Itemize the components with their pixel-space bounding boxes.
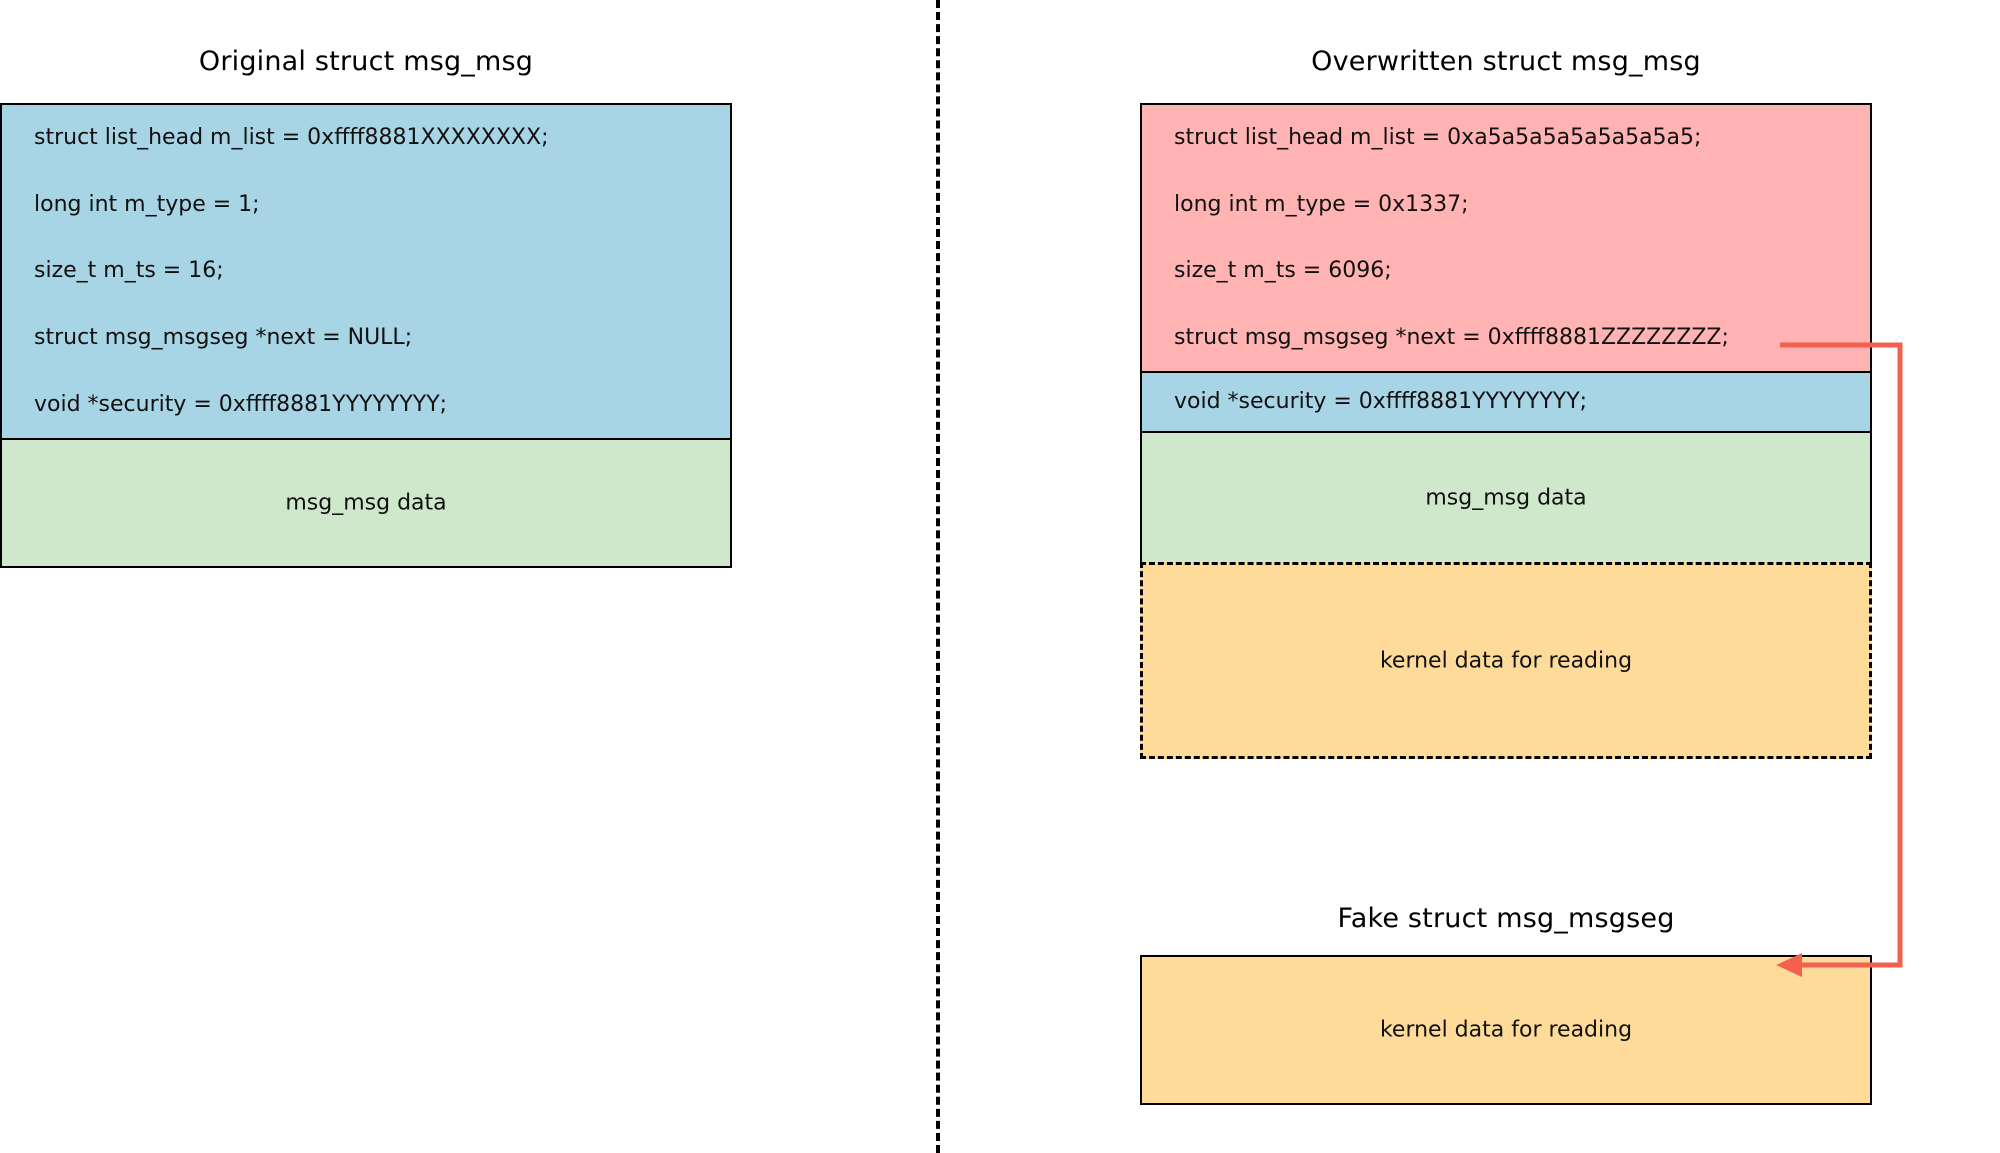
fake-msgseg-label: kernel data for reading [1379, 1017, 1633, 1043]
original-msg-msg-header-block: struct list_head m_list = 0xffff8881XXXX… [0, 103, 732, 440]
field-m-ts: size_t m_ts = 16; [34, 258, 224, 284]
page-title-overwritten: Overwritten struct msg_msg [1311, 46, 1701, 77]
page-title-fake-msgseg: Fake struct msg_msgseg [1337, 903, 1675, 934]
fake-msgseg-block: kernel data for reading [1140, 955, 1872, 1105]
overwritten-security-block: void *security = 0xffff8881YYYYYYYY; [1140, 371, 1872, 433]
field-security: void *security = 0xffff8881YYYYYYYY; [34, 391, 448, 417]
overwritten-data-label: msg_msg data [1425, 485, 1587, 510]
page-title-original: Original struct msg_msg [198, 46, 534, 77]
field-m-ts-overwritten: size_t m_ts = 6096; [1174, 258, 1392, 284]
overwritten-kernel-label: kernel data for reading [1379, 648, 1633, 673]
original-msg-msg-data-block: msg_msg data [0, 438, 732, 568]
field-m-type-overwritten: long int m_type = 0x1337; [1174, 191, 1469, 217]
original-data-label: msg_msg data [285, 490, 447, 516]
overwritten-msg-msg-data-block: msg_msg data [1140, 431, 1872, 564]
overwritten-msg-msg-header-block: struct list_head m_list = 0xa5a5a5a5a5a5… [1140, 103, 1872, 373]
overwritten-kernel-data-block: kernel data for reading [1140, 562, 1872, 759]
original-field-list: struct list_head m_list = 0xffff8881XXXX… [2, 105, 730, 438]
field-security-overwritten: void *security = 0xffff8881YYYYYYYY; [1174, 389, 1588, 414]
field-m-type: long int m_type = 1; [34, 191, 260, 217]
overwritten-field-list: struct list_head m_list = 0xa5a5a5a5a5a5… [1142, 105, 1870, 371]
field-next: struct msg_msgseg *next = NULL; [34, 325, 413, 351]
panel-divider [936, 0, 940, 1153]
overwritten-security-row: void *security = 0xffff8881YYYYYYYY; [1142, 373, 1870, 431]
field-m-list-overwritten: struct list_head m_list = 0xa5a5a5a5a5a5… [1174, 125, 1702, 151]
field-next-overwritten: struct msg_msgseg *next = 0xffff8881ZZZZ… [1174, 324, 1729, 350]
field-m-list: struct list_head m_list = 0xffff8881XXXX… [34, 125, 549, 151]
